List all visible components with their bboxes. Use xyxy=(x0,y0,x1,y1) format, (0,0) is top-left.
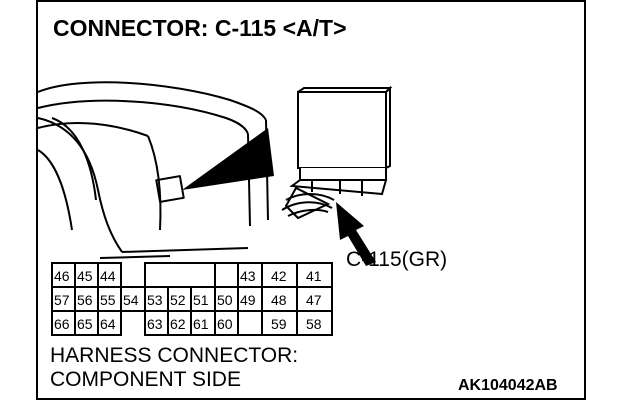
callout-arrow xyxy=(336,202,376,266)
ecu-module xyxy=(281,85,393,220)
diagram-title: CONNECTOR: C-115 <A/T> xyxy=(53,15,347,41)
left-pin-block xyxy=(51,262,122,336)
pin-55: 55 xyxy=(100,292,116,308)
pin-56: 56 xyxy=(77,292,93,308)
right-pin-block xyxy=(237,262,333,336)
pin-65: 65 xyxy=(77,316,93,332)
pin-50: 50 xyxy=(217,292,233,308)
pin-49: 49 xyxy=(240,292,256,308)
pin-54-cell xyxy=(121,286,145,312)
pin-51: 51 xyxy=(193,292,209,308)
callout-label: C-115(GR) xyxy=(346,248,447,271)
pin-41: 41 xyxy=(306,268,322,284)
connector-location-box xyxy=(155,175,185,203)
dashboard-illustration xyxy=(37,81,269,259)
pin-48: 48 xyxy=(271,292,287,308)
pin-66: 66 xyxy=(54,316,70,332)
pin-44: 44 xyxy=(100,268,116,284)
connector-pinout: 46 45 44 57 56 55 66 65 64 54 53 52 51 5… xyxy=(51,262,333,336)
pin-45: 45 xyxy=(77,268,93,284)
pin-62: 62 xyxy=(170,316,186,332)
pin-53: 53 xyxy=(147,292,163,308)
pin-57: 57 xyxy=(54,292,70,308)
pin-59: 59 xyxy=(271,316,287,332)
caption-line-1: HARNESS CONNECTOR: xyxy=(50,344,298,367)
pin-60: 60 xyxy=(217,316,233,332)
pin-61: 61 xyxy=(193,316,209,332)
caption-line-2: COMPONENT SIDE xyxy=(50,368,241,391)
figure-code: AK104042AB xyxy=(458,377,558,394)
diagram-frame xyxy=(36,0,586,400)
pin-52: 52 xyxy=(170,292,186,308)
pin-47: 47 xyxy=(306,292,322,308)
pin-42: 42 xyxy=(271,268,287,284)
pin-43: 43 xyxy=(240,268,256,284)
pin-58: 58 xyxy=(306,316,322,332)
location-pointer xyxy=(182,128,274,190)
pin-54: 54 xyxy=(123,292,139,308)
pin-63: 63 xyxy=(147,316,163,332)
pin-46: 46 xyxy=(54,268,70,284)
pin-64: 64 xyxy=(100,316,116,332)
